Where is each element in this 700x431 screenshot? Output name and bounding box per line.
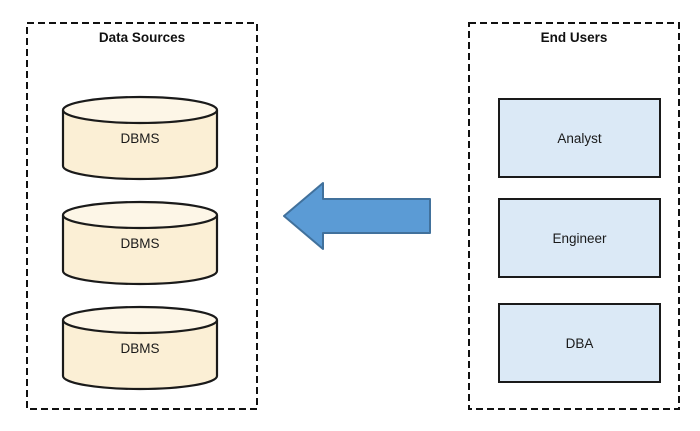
- end-users-dashed-border: [468, 22, 680, 410]
- data-sources-panel: Data Sources: [26, 22, 258, 410]
- database-cylinder-icon: [61, 305, 219, 391]
- dba-label: DBA: [565, 335, 594, 351]
- dba-box: DBA: [498, 303, 661, 383]
- dbms-label-3: DBMS: [120, 341, 160, 356]
- dbms-label-1: DBMS: [120, 131, 160, 146]
- dbms-label-2: DBMS: [120, 236, 160, 251]
- database-cylinder-icon: [61, 95, 219, 181]
- dbms-cylinder-3: DBMS: [60, 304, 220, 392]
- database-cylinder-icon: [61, 200, 219, 286]
- analyst-label: Analyst: [557, 130, 602, 146]
- data-sources-dashed-border: [26, 22, 258, 410]
- analyst-box: Analyst: [498, 98, 661, 178]
- end-users-panel: End Users: [468, 22, 680, 410]
- dbms-cylinder-2: DBMS: [60, 199, 220, 287]
- left-arrow-icon: [283, 182, 431, 250]
- engineer-box: Engineer: [498, 198, 661, 278]
- dbms-cylinder-1: DBMS: [60, 94, 220, 182]
- end-users-title: End Users: [540, 30, 608, 45]
- data-sources-title: Data Sources: [98, 30, 186, 45]
- engineer-label: Engineer: [552, 230, 607, 246]
